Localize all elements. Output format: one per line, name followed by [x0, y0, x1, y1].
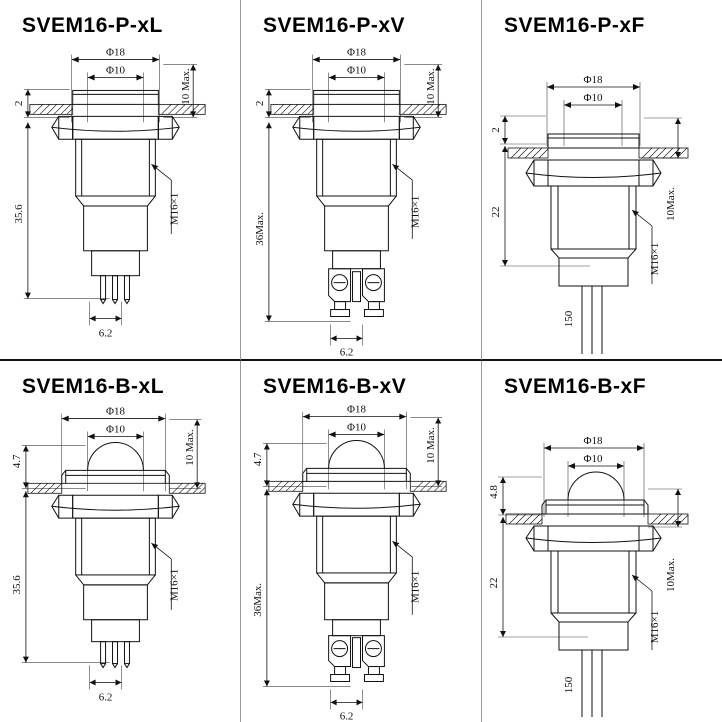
dim-total-length: 35.6: [13, 204, 25, 224]
dim-panel-thickness: 10 Max.: [425, 427, 437, 464]
dim-thread: M16×1: [168, 193, 180, 225]
dim-thread: M16×1: [168, 569, 180, 601]
panel-svem16-p-xl: SVEM16-P-xL: [0, 0, 241, 361]
panel-title: SVEM16-P-xV: [263, 14, 406, 37]
dim-inner-diameter: Φ10: [583, 92, 603, 104]
dim-head-height: 2: [13, 101, 25, 106]
panel-title: SVEM16-P-xL: [22, 14, 163, 37]
dim-wire-length: 150: [563, 676, 575, 693]
dim-pin-spacing: 6.2: [99, 691, 113, 703]
dim-inner-diameter: Φ10: [106, 424, 125, 436]
panel-svem16-p-xf: SVEM16-P-xF: [482, 0, 722, 361]
dim-inner-diameter: Φ10: [347, 422, 366, 434]
dim-thread: M16×1: [409, 571, 421, 603]
panel-svem16-b-xf: SVEM16-B-xF: [482, 361, 722, 722]
drawing-svem16-p-xf: Φ18 Φ10 2 10Max. 22 150 M16×1: [482, 34, 722, 359]
drawing-svem16-p-xv: Φ18 Φ10 2 10 Max. 36Max. 6.2 M16×1: [241, 34, 481, 359]
dim-thread: M16×1: [649, 611, 661, 643]
panel-svem16-b-xv: SVEM16-B-xV: [241, 361, 482, 722]
panel-title: SVEM16-B-xV: [263, 375, 407, 398]
drawing-svem16-b-xf: Φ18 Φ10 4.8 10Max. 22 150 M16×1: [482, 395, 722, 722]
dim-body-length: 22: [490, 207, 502, 218]
dim-inner-diameter: Φ10: [347, 65, 366, 77]
dim-panel-thickness: 10Max.: [665, 187, 677, 221]
drawing-svem16-p-xl: Φ18 Φ10 2 10 Max. 35.6 6.2 M16×1: [0, 34, 240, 359]
panel-title: SVEM16-B-xL: [22, 375, 165, 398]
dim-panel-thickness: 10 Max.: [180, 68, 192, 105]
panel-svem16-p-xv: SVEM16-P-xV: [241, 0, 482, 361]
dim-pin-spacing: 6.2: [340, 346, 354, 358]
dim-panel-thickness: 10 Max.: [425, 68, 437, 105]
dim-panel-thickness: 10Max.: [665, 558, 677, 592]
dim-thread: M16×1: [409, 196, 421, 228]
dim-outer-diameter: Φ18: [106, 406, 125, 418]
drawing-svem16-b-xv: Φ18 Φ10 4.7 10 Max. 36Max. 6.2 M16×1: [241, 395, 481, 722]
dim-outer-diameter: Φ18: [583, 435, 603, 447]
dim-total-length: 35.6: [11, 575, 23, 595]
dim-pin-spacing: 6.2: [99, 327, 113, 339]
dim-total-length: 36Max.: [254, 212, 266, 246]
panel-svem16-b-xl: SVEM16-B-xL: [0, 361, 241, 722]
dim-outer-diameter: Φ18: [347, 47, 366, 59]
dim-outer-diameter: Φ18: [583, 74, 603, 86]
dim-panel-thickness: 10 Max.: [184, 429, 196, 466]
dim-pin-spacing: 6.2: [340, 710, 354, 722]
dim-inner-diameter: Φ10: [583, 453, 603, 465]
dim-head-height: 4.8: [488, 485, 500, 499]
dim-total-length: 36Max.: [252, 583, 264, 617]
panel-title: SVEM16-B-xF: [504, 375, 647, 398]
dim-outer-diameter: Φ18: [106, 47, 125, 59]
dim-head-height: 2: [254, 101, 266, 106]
dim-wire-length: 150: [563, 310, 575, 327]
panel-title: SVEM16-P-xF: [504, 14, 645, 37]
dim-head-height: 4.7: [11, 454, 23, 468]
drawing-svem16-b-xl: Φ18 Φ10 4.7 10 Max. 35.6 6.2 M16×1: [0, 395, 240, 722]
dim-body-length: 22: [488, 578, 500, 589]
dim-inner-diameter: Φ10: [106, 65, 125, 77]
dim-head-height: 2: [490, 127, 502, 133]
dim-thread: M16×1: [649, 243, 661, 275]
dim-outer-diameter: Φ18: [347, 404, 366, 416]
dim-head-height: 4.7: [252, 452, 264, 466]
